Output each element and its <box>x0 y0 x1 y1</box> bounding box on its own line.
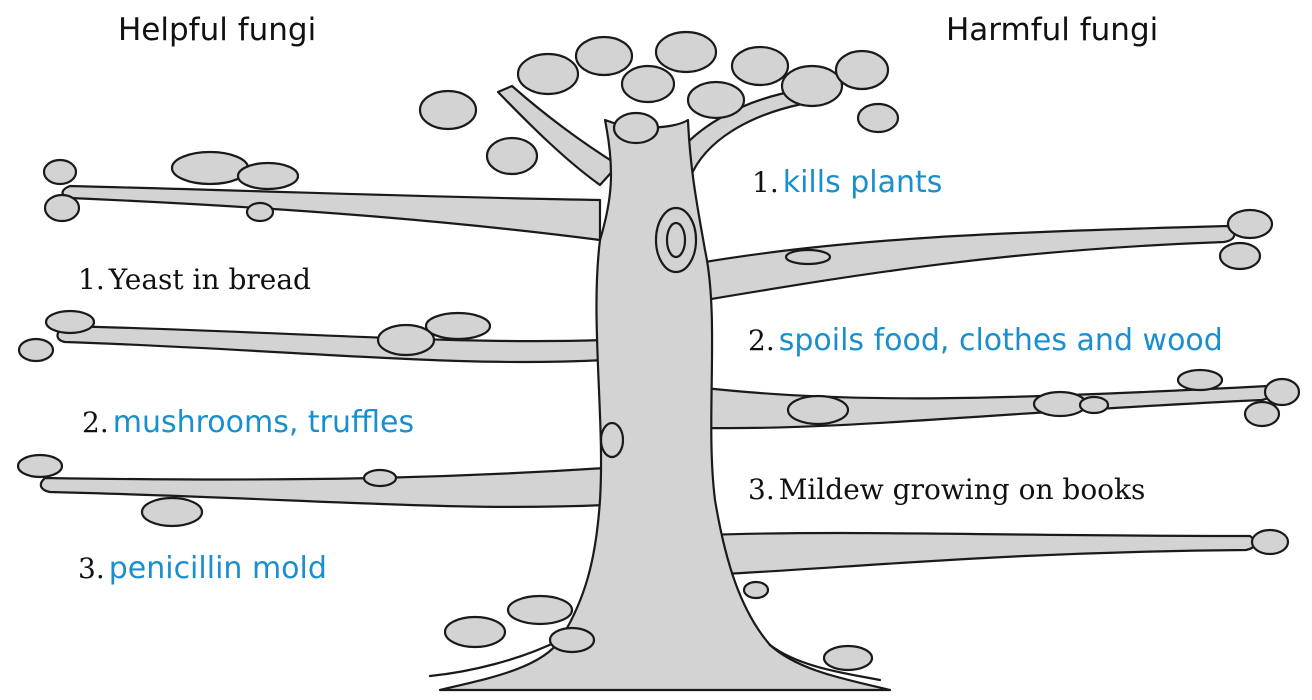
harmful-item-3-text: Mildew growing on books <box>779 473 1146 506</box>
helpful-item-2: 2. mushrooms, truffles <box>82 408 414 438</box>
harmful-item-3-number: 3. <box>748 473 775 506</box>
harmful-item-3: 3. Mildew growing on books <box>748 476 1145 504</box>
left-branch-3 <box>41 468 605 507</box>
left-branch-2 <box>58 326 606 362</box>
right-branch-3 <box>705 533 1255 575</box>
harmful-item-2-number: 2. <box>748 324 775 357</box>
helpful-item-1: 1. Yeast in bread <box>78 266 311 294</box>
helpful-item-3: 3. penicillin mold <box>78 554 327 584</box>
helpful-item-3-number: 3. <box>78 552 105 585</box>
harmful-item-1: 1. kills plants <box>752 168 942 198</box>
helpful-fungi-heading: Helpful fungi <box>118 12 316 48</box>
helpful-item-2-number: 2. <box>82 406 109 439</box>
harmful-item-2: 2. spoils food, clothes and wood <box>748 326 1223 356</box>
right-branch-1 <box>705 226 1234 300</box>
helpful-item-2-text: mushrooms, truffles <box>113 405 414 440</box>
harmful-fungi-heading: Harmful fungi <box>946 12 1158 48</box>
harmful-item-1-number: 1. <box>752 166 779 199</box>
harmful-item-1-text: kills plants <box>783 165 943 200</box>
helpful-item-1-number: 1. <box>78 263 105 296</box>
left-branch-1 <box>63 186 601 240</box>
helpful-item-3-text: penicillin mold <box>109 551 327 586</box>
helpful-item-1-text: Yeast in bread <box>109 263 311 296</box>
harmful-item-2-text: spoils food, clothes and wood <box>779 323 1223 358</box>
